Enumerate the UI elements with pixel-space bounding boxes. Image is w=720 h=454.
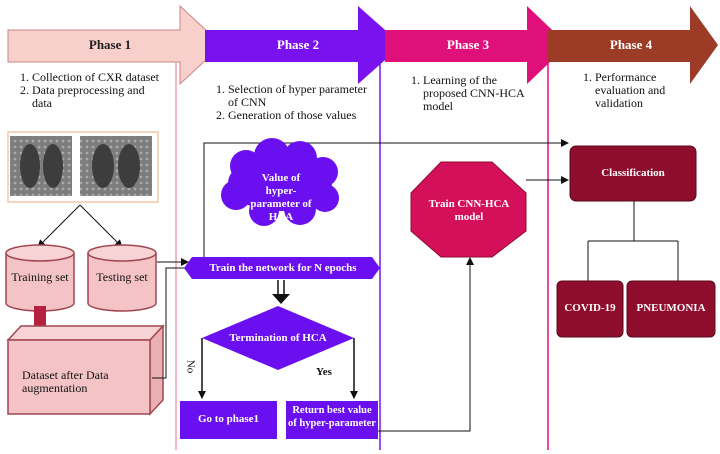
training-set-label: Training set [11, 270, 69, 284]
lung-shape [92, 144, 114, 188]
return-best-box [286, 401, 378, 439]
phase2-arrow [205, 6, 402, 84]
edge [152, 267, 188, 379]
phase3-arrow [385, 6, 568, 84]
lung-shape [20, 144, 40, 188]
covid-label: COVID-19 [564, 302, 616, 314]
phase4-label: Phase 4 [609, 37, 653, 52]
augmented-dataset-box [6, 324, 165, 416]
train-model-octagon [410, 161, 527, 258]
phase4-arrow [548, 6, 718, 84]
train-model-label: Train CNN-HCA model [428, 198, 510, 223]
covid-box [556, 280, 624, 338]
yes-edge-label: Yes [316, 366, 332, 378]
go-phase1-label: Go to phase1 [197, 413, 260, 425]
pneumonia-box [626, 280, 716, 338]
phase2-label: Phase 2 [276, 37, 320, 52]
testing-set-cylinder [87, 244, 157, 312]
classification-label: Classification [601, 167, 665, 179]
termination-label: Termination of HCA [229, 332, 327, 344]
double-arrow [272, 280, 290, 304]
no-edge-label: No [184, 359, 197, 374]
phase4-item: Performance evaluation and validation [595, 71, 702, 110]
cloud-label: Value of hyper-parameter of HCA [250, 172, 312, 223]
lung-shape [118, 144, 140, 188]
edge [203, 139, 569, 262]
edge [37, 204, 81, 248]
return-best-label: Return best value of hyper-parameter [288, 405, 376, 429]
lung-shape [43, 144, 63, 188]
testing-set-label: Testing set [96, 270, 148, 284]
phase4-description: Performance evaluation and validation [577, 71, 702, 110]
phase2-item: Generation of those values [228, 109, 370, 122]
phase3-label: Phase 3 [446, 37, 490, 52]
train-network-label: Train the network for N epochs [209, 262, 357, 274]
augmented-dataset-label: Dataset after Data augmentation [22, 368, 109, 395]
go-phase1-box [180, 401, 277, 439]
phase2-description: Selection of hyper parameter of CNN Gene… [210, 83, 370, 122]
cxr-image-right [80, 136, 152, 196]
phase1-item: Collection of CXR dataset [32, 71, 164, 84]
training-set-cylinder [5, 244, 75, 312]
phase1-arrow [7, 4, 223, 86]
train-network-box [184, 257, 380, 279]
phase2-item: Selection of hyper parameter of CNN [228, 83, 370, 109]
termination-diamond [202, 306, 354, 370]
phase1-description: Collection of CXR dataset Data preproces… [14, 71, 164, 110]
hyperparameter-cloud [221, 138, 339, 226]
classification-box [569, 145, 697, 202]
edge [79, 204, 123, 248]
edge [378, 257, 474, 432]
phase1-label: Phase 1 [88, 37, 132, 52]
phase3-item: Learning of the proposed CNN-HCA model [423, 74, 530, 113]
phase1-item: Data preprocessing and data [32, 84, 164, 110]
phase3-description: Learning of the proposed CNN-HCA model [405, 74, 530, 113]
pneumonia-label: PNEUMONIA [636, 302, 706, 314]
